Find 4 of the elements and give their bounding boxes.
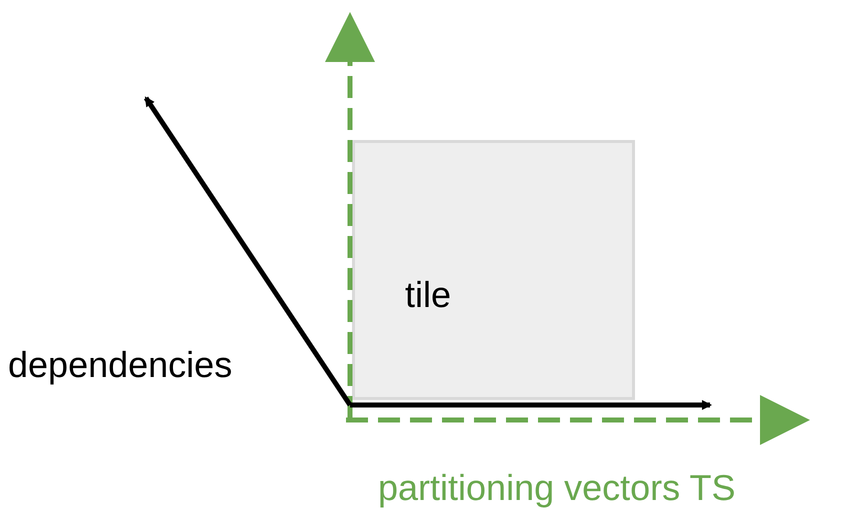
tile-square — [352, 140, 635, 400]
vector-label: partitioning vectors TS — [378, 468, 736, 508]
tile-label: tile — [405, 275, 452, 315]
vector-label: dependencies — [8, 345, 232, 385]
